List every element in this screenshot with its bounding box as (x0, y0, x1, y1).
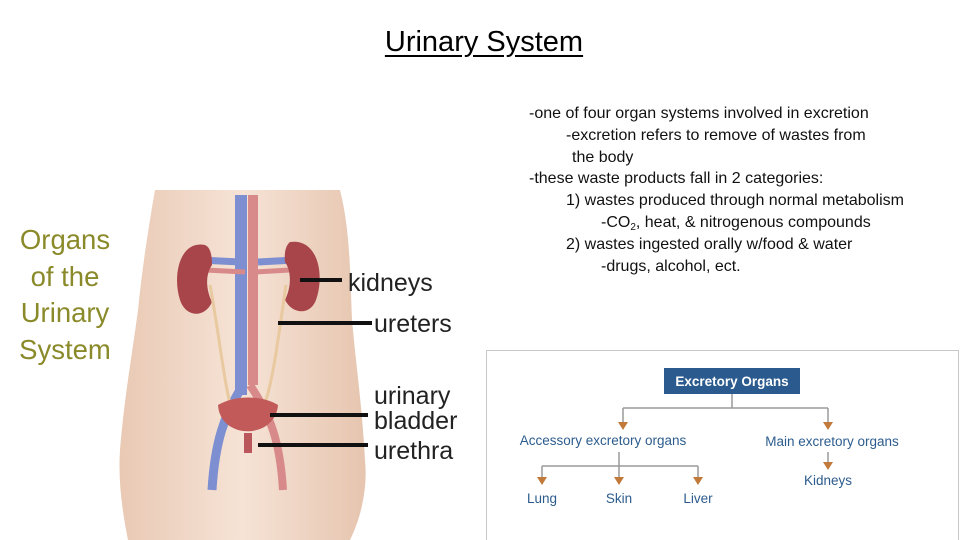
arrow-main (823, 422, 833, 430)
bladder (218, 397, 278, 432)
bullet-list: -one of four organ systems involved in e… (529, 103, 959, 277)
bullet-item: 2) wastes ingested orally w/food & water (566, 235, 853, 253)
organs-heading: Organs of the Urinary System (10, 222, 120, 368)
bullet-item: -excretion refers to remove of wastes fr… (566, 126, 866, 144)
urinary-system-illustration (119, 190, 372, 540)
bullet-item: 1) wastes produced through normal metabo… (566, 192, 904, 210)
arrow-liver (693, 477, 703, 485)
arrow-kidneys (823, 462, 833, 470)
root-connectors (622, 394, 829, 428)
leaf-skin-label: Skin (606, 491, 632, 506)
kidneys-label: kidneys (348, 269, 433, 297)
organs-heading-line: of the (30, 260, 100, 292)
excretory-organs-diagram: Excretory Organs Accessory excretory org… (520, 368, 899, 506)
root-node-label: Excretory Organs (675, 374, 788, 389)
bullet-item: the body (572, 148, 634, 166)
arrow-accessory (618, 422, 628, 430)
co2-text: -CO (601, 213, 631, 231)
bullet-item: -drugs, alcohol, ect. (601, 257, 741, 275)
leaf-lung-label: Lung (527, 491, 557, 506)
kidney-right (284, 241, 320, 312)
bullet-item: -these waste products fall in 2 categori… (529, 170, 824, 188)
arrow-lung (537, 477, 547, 485)
bladder-label-line1: urinary (374, 382, 451, 410)
root-node-box (664, 368, 800, 394)
bladder-label-line2: bladder (374, 407, 458, 435)
urethra-label: urethra (374, 437, 454, 465)
branch-accessory-label: Accessory excretory organs (520, 433, 687, 448)
organs-heading-line: System (19, 333, 111, 365)
aorta (248, 195, 258, 385)
kidney-left (177, 244, 212, 314)
co2-subscript: 2 (630, 221, 636, 233)
ureters-label: ureters (374, 310, 452, 338)
iliac-artery-right (246, 382, 287, 491)
bullet-item: -CO2, heat, & nitrogenous compounds (529, 212, 959, 234)
slide-title: Urinary System (384, 26, 584, 58)
renal-arteries (204, 267, 291, 275)
bullet-item-rest: , heat, & nitrogenous compounds (635, 213, 871, 231)
accessory-connectors (541, 452, 699, 484)
leaf-kidneys-label: Kidneys (804, 473, 852, 488)
iliac-vein-left (207, 387, 244, 491)
organs-heading-line: Urinary (20, 297, 110, 328)
vena-cava (235, 195, 247, 395)
bullet-item: -one of four organ systems involved in e… (529, 105, 869, 122)
urethra-tube (244, 433, 252, 453)
organs-heading-line: Organs (19, 224, 111, 255)
arrow-skin (614, 477, 624, 485)
leaf-liver-label: Liver (683, 491, 713, 506)
branch-main-label: Main excretory organs (765, 434, 899, 449)
